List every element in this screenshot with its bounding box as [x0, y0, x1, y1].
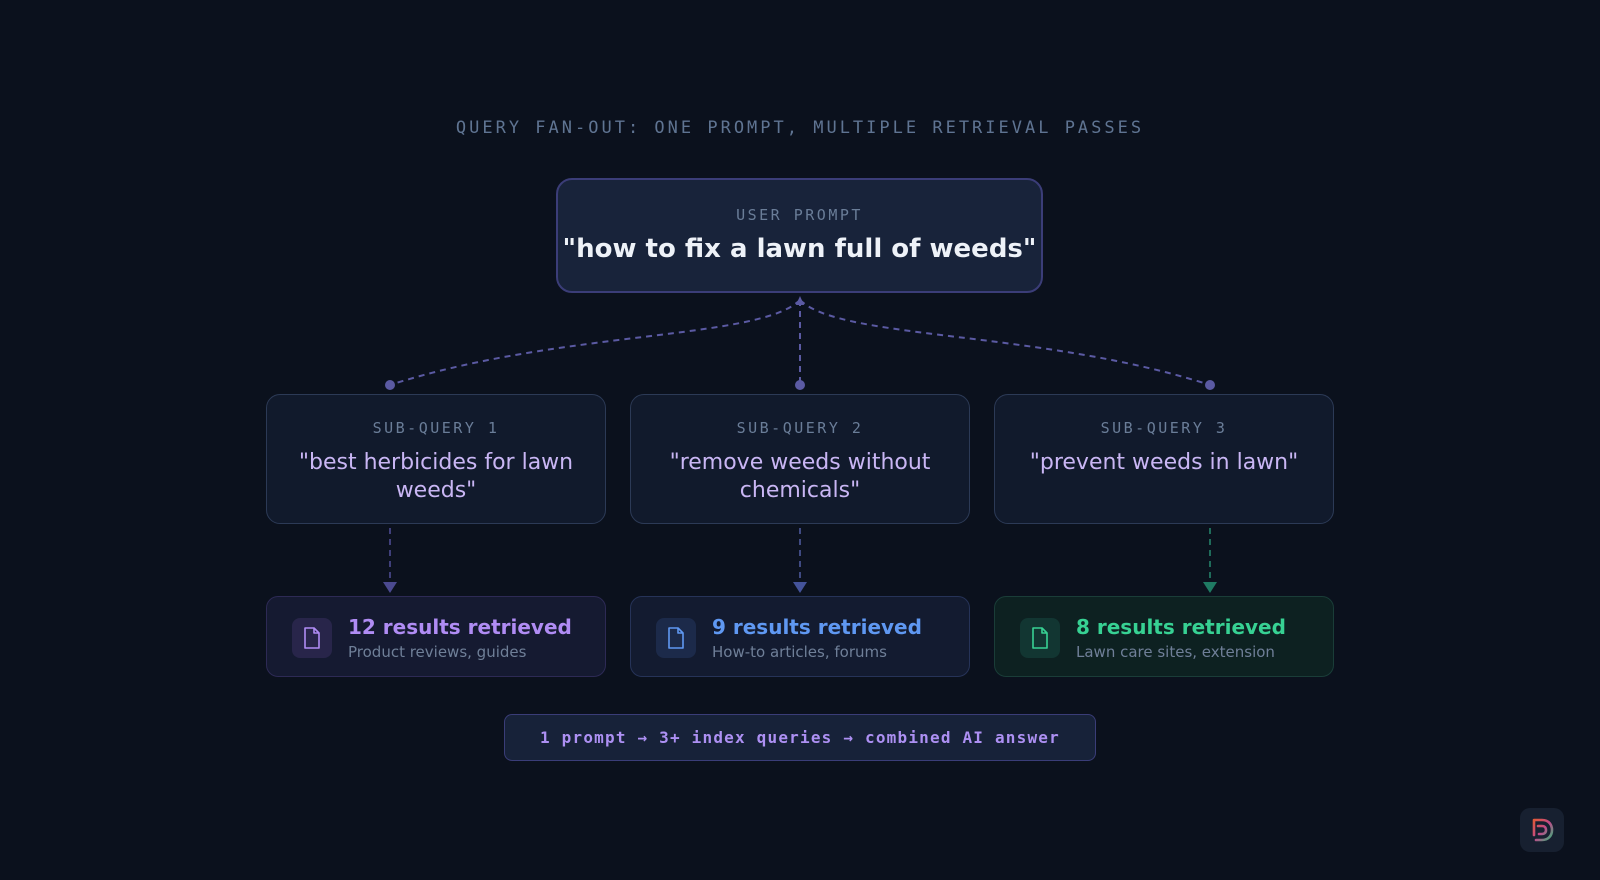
result-subtitle: Lawn care sites, extension [1076, 643, 1275, 661]
user-prompt-text: "how to fix a lawn full of weeds" [562, 234, 1037, 264]
result-title: 9 results retrieved [712, 615, 922, 639]
sub-query-label: SUB-QUERY 3 [1100, 419, 1228, 437]
brand-logo-icon [1520, 808, 1564, 852]
user-prompt-label: USER PROMPT [736, 206, 863, 224]
arrowhead-up [796, 296, 804, 305]
result-box-3: 8 results retrieved Lawn care sites, ext… [994, 596, 1334, 677]
summary-box: 1 prompt → 3+ index queries → combined A… [504, 714, 1096, 761]
document-icon [1020, 618, 1060, 658]
connector-dot-3 [1205, 380, 1215, 390]
document-icon [656, 618, 696, 658]
connector-prompt-to-sub-1 [389, 299, 801, 386]
arrowhead-res-3 [1203, 582, 1217, 593]
result-box-2: 9 results retrieved How-to articles, for… [630, 596, 970, 677]
sub-query-text: "prevent weeds in lawn" [1029, 450, 1299, 475]
connector-prompt-to-sub-3 [799, 299, 1211, 386]
result-title: 12 results retrieved [348, 615, 572, 639]
arrowhead-res-2 [793, 582, 807, 593]
sub-query-text: "best herbicides for lawn weeds" [298, 450, 574, 503]
connector-dot-1 [385, 380, 395, 390]
sub-query-box-3: SUB-QUERY 3 "prevent weeds in lawn" [994, 394, 1334, 524]
sub-query-text: "remove weeds without chemicals" [669, 450, 931, 503]
document-icon [292, 618, 332, 658]
sub-query-box-1: SUB-QUERY 1 "best herbicides for lawn we… [266, 394, 606, 524]
sub-query-label: SUB-QUERY 2 [736, 419, 864, 437]
result-title: 8 results retrieved [1076, 615, 1286, 639]
result-box-1: 12 results retrieved Product reviews, gu… [266, 596, 606, 677]
diagram-title: QUERY FAN-OUT: ONE PROMPT, MULTIPLE RETR… [455, 118, 1145, 138]
sub-query-label: SUB-QUERY 1 [372, 419, 500, 437]
sub-query-box-2: SUB-QUERY 2 "remove weeds without chemic… [630, 394, 970, 524]
connector-dot-2 [795, 380, 805, 390]
user-prompt-box: USER PROMPT "how to fix a lawn full of w… [556, 178, 1043, 293]
result-subtitle: Product reviews, guides [348, 643, 527, 661]
result-subtitle: How-to articles, forums [712, 643, 887, 661]
arrowhead-res-1 [383, 582, 397, 593]
